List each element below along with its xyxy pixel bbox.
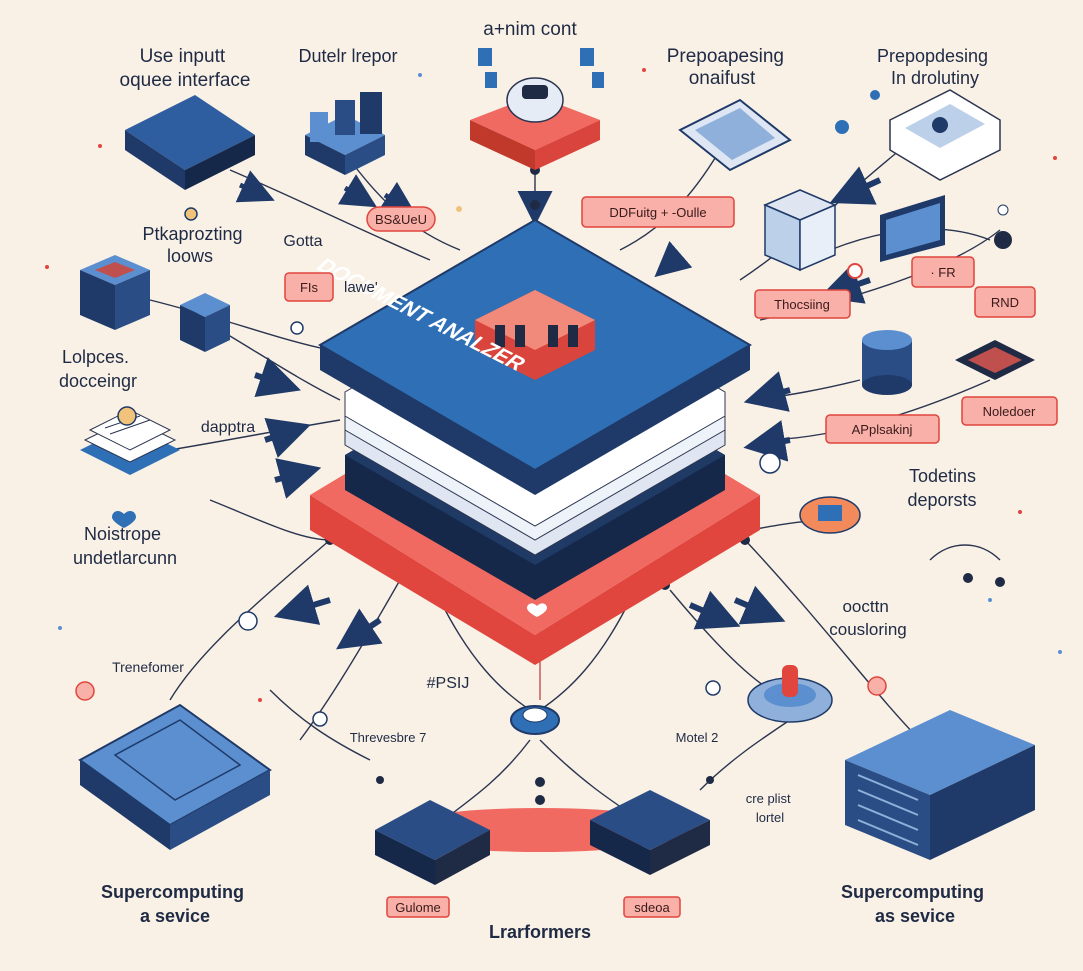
decorative-sprinkles <box>45 68 1062 727</box>
right-cylinder-unit <box>862 330 912 395</box>
right-monitor <box>880 195 945 262</box>
label-threshold: Threvesbre 7 <box>350 730 427 745</box>
svg-text:Gulome: Gulome <box>395 900 441 915</box>
preprocessing-tool-box <box>80 255 150 330</box>
label-dapptra: dapptra <box>201 419 255 436</box>
svg-text:APplsakinj: APplsakinj <box>852 422 913 437</box>
label-right-counsel: oocttn cousloring <box>829 597 907 639</box>
input-interface-device <box>125 95 255 190</box>
pill-gulome: Gulome <box>386 896 450 918</box>
preprocessing-tray <box>678 98 792 172</box>
label-input-interface: Use inputt oquee interface <box>120 46 251 91</box>
pill-sdeoa: sdeoa <box>623 896 681 918</box>
pill-besaue: BS&UeU <box>366 206 436 232</box>
flow-arrows <box>235 166 882 650</box>
svg-text:BS&UeU: BS&UeU <box>375 212 427 227</box>
label-right-detect: Todetins deporsts <box>907 466 981 510</box>
pill-thocsing: Thocsiing <box>754 289 851 319</box>
label-left-process: Lolpces. docceingr <box>59 347 137 391</box>
svg-text:DDFuitg + -Oulle: DDFuitg + -Oulle <box>609 205 706 220</box>
far-preprocessing-machine <box>889 89 1001 181</box>
heart-icon <box>112 510 136 528</box>
supercomputer-right <box>845 710 1035 860</box>
supercomputer-left <box>78 703 272 850</box>
pill-fis: FIs <box>284 272 334 302</box>
labels: Use inputt oquee interface Dutelr lrepor… <box>59 19 993 942</box>
small-processing-box <box>180 293 230 352</box>
central-analyzer-stack: DOCUMENT ANALZER <box>310 218 760 665</box>
label-supercomputing-right: Supercomputing as sevice <box>841 882 989 926</box>
label-top-right-prep: Prepoapesing onaifust <box>667 46 790 89</box>
pill-dd-fuitg: DDFuitg + -Oulle <box>581 196 735 228</box>
svg-text:sdeoa: sdeoa <box>634 900 670 915</box>
label-supercomputing-left: Supercomputing a sevice <box>101 882 249 926</box>
joystick-controller <box>747 665 833 723</box>
label-output-report: Dutelr lrepor <box>298 46 397 66</box>
label-left-storage: Noistrope undetlarcunn <box>73 524 177 568</box>
left-document-stack <box>80 409 180 475</box>
right-server-block <box>763 189 837 272</box>
pill-applsakin: APplsakinj <box>825 414 940 444</box>
label-transformer: Trenefomer <box>112 659 184 675</box>
label-hash: #PSIJ <box>427 675 470 692</box>
label-far-top-right: Prepopdesing In drolutiny <box>877 46 993 88</box>
bottom-transformer-hub <box>375 705 710 885</box>
pill-noledoer: Noledoer <box>961 396 1058 426</box>
svg-text:RND: RND <box>991 295 1019 310</box>
svg-text:Thocsiing: Thocsiing <box>774 297 830 312</box>
svg-text:FIs: FIs <box>300 280 319 295</box>
svg-text:· FR: · FR <box>930 265 955 280</box>
pill-rnd: RND <box>974 286 1036 318</box>
pill-fr: · FR <box>911 256 975 288</box>
right-processor-chip <box>955 340 1035 380</box>
top-robot-module <box>470 48 604 170</box>
label-left-preproc: Ptkaprozting loows <box>142 224 247 266</box>
label-lawe: lawe' <box>344 279 378 296</box>
label-top-center: a+nim cont <box>483 19 577 40</box>
output-report-blocks <box>305 92 385 175</box>
coral-base-side <box>310 495 760 665</box>
label-cre-plist: cre plist lortel <box>746 791 794 825</box>
label-bottom-center: Lrarformers <box>489 922 591 942</box>
label-model: Motel 2 <box>676 730 719 745</box>
svg-text:Noledoer: Noledoer <box>983 404 1036 419</box>
counseling-robot <box>799 496 861 534</box>
label-gotta: Gotta <box>283 233 322 250</box>
heart-icon-center <box>527 603 547 617</box>
